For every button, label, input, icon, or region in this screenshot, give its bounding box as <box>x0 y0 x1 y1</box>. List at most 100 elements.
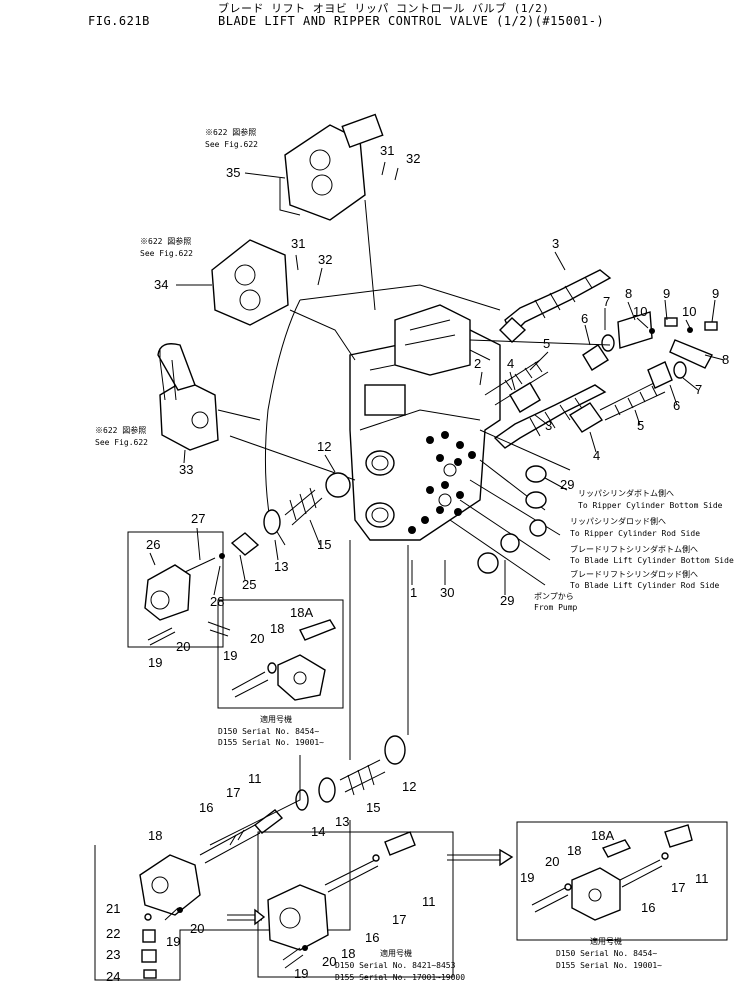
spool-lower <box>493 321 718 449</box>
port-blade-bottom-jp: ブレードリフトシリンダボトム側へ <box>570 544 698 554</box>
part-number-18A: 18A <box>290 605 313 620</box>
part-number-11: 11 <box>248 771 262 786</box>
serial-d155-b: D155 Serial No. 17001~19000 <box>335 973 465 982</box>
katakana-title: ブレード リフト オヨビ リッパ コントロール バルブ (1/2) <box>218 2 550 15</box>
part-number-13: 13 <box>274 559 288 574</box>
part-number-7: 7 <box>603 294 610 309</box>
part-number-24: 24 <box>106 969 120 984</box>
see-fig-622-refs: ※622 図参照 See Fig.622 ※622 図参照 See Fig.62… <box>95 127 258 447</box>
block-34 <box>211 239 289 326</box>
port-callouts: リッパシリンダボトム側へ To Ripper Cylinder Bottom S… <box>534 488 734 612</box>
part-number-20: 20 <box>190 921 204 936</box>
port-pump-en: From Pump <box>534 603 578 612</box>
orings-29 <box>477 465 547 574</box>
part-number-31: 31 <box>380 143 394 158</box>
part-number-8: 8 <box>625 286 632 301</box>
part-number-9: 9 <box>663 286 670 301</box>
part-number-27: 27 <box>191 511 205 526</box>
part-number-2: 2 <box>474 356 481 371</box>
part-number-12: 12 <box>317 439 331 454</box>
relief-lower <box>199 540 409 864</box>
see-fig-622-jp: ※622 図参照 <box>95 425 146 435</box>
box-lower-right <box>447 821 728 941</box>
part-number-22: 22 <box>106 926 120 941</box>
part-number-16: 16 <box>365 930 379 945</box>
port-ripper-rod-en: To Ripper Cylinder Rod Side <box>570 529 700 538</box>
part-number-18: 18 <box>270 621 284 636</box>
serial-notes: 適用号機 D150 Serial No. 8454~ D155 Serial N… <box>218 714 662 982</box>
part-numbers: 1 2 3 3 4 4 5 5 6 6 7 7 8 8 9 9 10 10 11… <box>106 143 729 984</box>
see-fig-622-jp: ※622 図参照 <box>140 236 191 246</box>
see-fig-622-jp: ※622 図参照 <box>205 127 256 137</box>
port-pump-jp: ポンプから <box>534 592 574 601</box>
part-number-19: 19 <box>520 870 534 885</box>
applicability-jp: 適用号機 <box>260 714 292 724</box>
part-number-10: 10 <box>633 304 647 319</box>
part-number-11: 11 <box>695 871 709 886</box>
part-number-18: 18 <box>567 843 581 858</box>
part-number-16: 16 <box>199 800 213 815</box>
part-number-9: 9 <box>712 286 719 301</box>
see-fig-622-en: See Fig.622 <box>140 249 193 258</box>
box-26 <box>127 531 224 648</box>
part-number-19: 19 <box>294 966 308 981</box>
serial-d155-a: D155 Serial No. 19001~ <box>218 738 324 747</box>
part-number-5: 5 <box>543 336 550 351</box>
serial-d150-b: D150 Serial No. 8421~8453 <box>335 961 456 970</box>
part-number-4: 4 <box>593 448 600 463</box>
relief-left <box>184 472 351 573</box>
part-number-14: 14 <box>311 824 325 839</box>
part-number-18A: 18A <box>591 828 614 843</box>
part-number-34: 34 <box>154 277 168 292</box>
see-fig-622-en: See Fig.622 <box>95 438 148 447</box>
port-ripper-bottom-en: To Ripper Cylinder Bottom Side <box>578 501 723 510</box>
part-number-3: 3 <box>545 418 552 433</box>
part-number-20: 20 <box>545 854 559 869</box>
port-blade-rod-en: To Blade Lift Cylinder Rod Side <box>570 581 719 590</box>
part-number-4: 4 <box>507 356 514 371</box>
part-number-17: 17 <box>671 880 685 895</box>
part-number-12: 12 <box>402 779 416 794</box>
port-blade-bottom-en: To Blade Lift Cylinder Bottom Side <box>570 556 734 565</box>
figure-number: FIG.621B <box>88 14 150 28</box>
part-number-16: 16 <box>641 900 655 915</box>
part-number-18: 18 <box>148 828 162 843</box>
part-number-26: 26 <box>146 537 160 552</box>
block-35 <box>279 113 384 221</box>
part-number-10: 10 <box>682 304 696 319</box>
block-33 <box>157 343 219 451</box>
part-number-6: 6 <box>673 398 680 413</box>
part-number-17: 17 <box>392 912 406 927</box>
applicability-jp: 適用号機 <box>380 948 412 958</box>
part-number-7: 7 <box>695 382 702 397</box>
part-number-19: 19 <box>223 648 237 663</box>
part-number-3: 3 <box>552 236 559 251</box>
part-number-19: 19 <box>166 934 180 949</box>
part-number-29: 29 <box>500 593 514 608</box>
part-number-30: 30 <box>440 585 454 600</box>
box-lower-mid <box>227 831 454 978</box>
part-number-35: 35 <box>226 165 240 180</box>
spool-upper <box>484 269 678 413</box>
part-number-31: 31 <box>291 236 305 251</box>
serial-d150-a: D150 Serial No. 8454~ <box>218 727 319 736</box>
part-number-13: 13 <box>335 814 349 829</box>
part-number-5: 5 <box>637 418 644 433</box>
part-number-32: 32 <box>318 252 332 267</box>
part-number-11: 11 <box>422 894 436 909</box>
part-number-20: 20 <box>176 639 190 654</box>
port-ripper-bottom-jp: リッパシリンダボトム側へ <box>578 488 674 498</box>
part-number-18: 18 <box>341 946 355 961</box>
box-lower-left <box>94 820 351 981</box>
port-blade-rod-jp: ブレードリフトシリンダロッド側へ <box>570 569 698 579</box>
serial-d150-c: D150 Serial No. 8454~ <box>556 949 657 958</box>
part-number-21: 21 <box>106 901 120 916</box>
part-number-15: 15 <box>317 537 331 552</box>
serial-d155-c: D155 Serial No. 19001~ <box>556 961 662 970</box>
see-fig-622-en: See Fig.622 <box>205 140 258 149</box>
part-number-33: 33 <box>179 462 193 477</box>
part-number-19: 19 <box>148 655 162 670</box>
part-number-28: 28 <box>210 594 224 609</box>
port-ripper-rod-jp: リッパシリンダロッド側へ <box>570 516 666 526</box>
